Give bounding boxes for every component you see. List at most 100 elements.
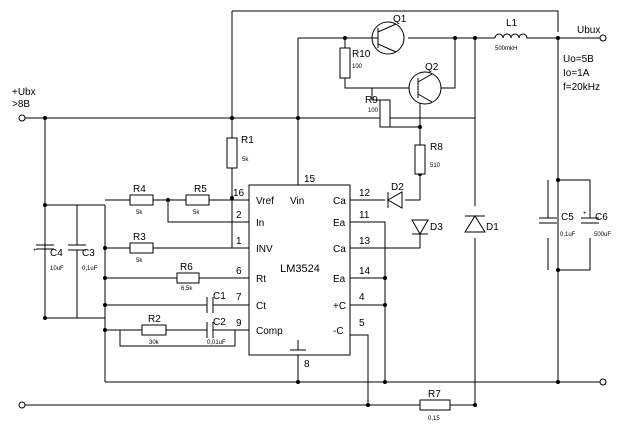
- r7-name: R7: [428, 389, 441, 400]
- r9-value: 100: [368, 108, 379, 114]
- ic-pin-num-1: 1: [236, 236, 242, 247]
- resistor-r6: R6 6,5k: [176, 262, 200, 292]
- ic-pin-num-13: 13: [359, 236, 371, 247]
- r1-value: 5k: [242, 157, 249, 163]
- c3-name: C3: [82, 248, 95, 259]
- resistor-r10: R10 100: [339, 47, 371, 79]
- r5-value: 5k: [193, 210, 200, 216]
- transistor-q1: Q1: [371, 14, 407, 55]
- resistor-r3: R3 5k: [129, 232, 154, 264]
- r5-name: R5: [194, 184, 207, 195]
- ic-pin-label-comp: Comp: [256, 326, 283, 337]
- ground-terminal-left: [18, 401, 26, 409]
- ic-pin-label-ct: Ct: [256, 301, 266, 312]
- ic-pin-num-6: 6: [236, 266, 242, 277]
- ic-pin-num-9: 9: [236, 318, 242, 329]
- c6-polarity: +: [583, 211, 587, 217]
- transistor-q2: Q2: [408, 62, 442, 105]
- capacitor-c2: C2 0,01uF: [206, 317, 226, 346]
- diode-d2: D2: [386, 182, 404, 209]
- ic-pin-label-in: In: [256, 218, 264, 229]
- c3-value: 0,1uF: [82, 266, 98, 272]
- c6-name: C6: [595, 212, 608, 223]
- r6-name: R6: [180, 262, 193, 273]
- output-terminal: [599, 34, 607, 42]
- input-terminal: [18, 114, 26, 122]
- q1-name: Q1: [393, 14, 407, 25]
- resistor-r2: R2 30k: [141, 314, 167, 346]
- ic-pin-label-inv: INV: [256, 244, 273, 255]
- r6-value: 6,5k: [181, 286, 193, 292]
- input-name: +Ubx: [12, 87, 36, 98]
- resistor-r4: R4 5k: [129, 184, 154, 216]
- ic-pin-num-2: 2: [236, 210, 242, 221]
- r8-value: 510: [430, 163, 441, 169]
- c2-value: 0,01uF: [207, 340, 226, 346]
- c4-polarity: +: [33, 248, 37, 254]
- diode-d1: D1: [464, 215, 499, 233]
- r7-value: 0,15: [428, 416, 440, 422]
- ic-pin-num-11: 11: [359, 210, 370, 221]
- ic-pin-label-ca-13: Ca: [333, 244, 346, 255]
- c4-value: 10uF: [50, 266, 64, 272]
- r4-name: R4: [133, 184, 146, 195]
- l1-name: L1: [506, 18, 518, 29]
- ic-pin-label-minus-c: -C: [333, 326, 344, 337]
- ic-pin-label-vref: Vref: [256, 196, 274, 207]
- r9-name: R9: [365, 95, 378, 106]
- r2-value: 30k: [149, 340, 160, 346]
- ic-lm3524: LM3524 Vref In INV Rt Ct Comp 16 2 1 6 7…: [233, 174, 371, 370]
- ic-pin-label-ca-12: Ca: [333, 196, 346, 207]
- output-spec-current: Io=1A: [563, 68, 590, 79]
- c5-value: 0,1uF: [560, 232, 576, 238]
- r10-name: R10: [352, 49, 371, 60]
- ic-pin-num-12: 12: [359, 188, 371, 199]
- ic-pin-label-ea-14: Ea: [333, 274, 346, 285]
- ic-pin-label-rt: Rt: [256, 274, 266, 285]
- resistor-r5: R5 5k: [185, 184, 210, 216]
- input-voltage: >8B: [12, 99, 30, 110]
- ic-pin-num-4: 4: [359, 292, 365, 303]
- ic-pin-num-7: 7: [236, 292, 242, 303]
- r3-value: 5k: [136, 258, 143, 264]
- d3-name: D3: [430, 222, 443, 233]
- d2-name: D2: [391, 182, 404, 193]
- capacitor-c3: C3 0,1uF: [68, 244, 98, 272]
- d1-name: D1: [486, 222, 499, 233]
- inductor-l1: L1 500mkH: [494, 18, 530, 52]
- c1-name: C1: [213, 291, 226, 302]
- ic-pin-label-plus-c: +C: [333, 301, 346, 312]
- ic-name: LM3524: [280, 263, 320, 275]
- junction-dots: [43, 36, 560, 407]
- ic-pin-num-16: 16: [233, 188, 245, 199]
- r4-value: 5k: [136, 210, 143, 216]
- r10-value: 100: [352, 64, 363, 70]
- ic-pin-num-15: 15: [304, 174, 316, 185]
- ic-pin-label-ea-11: Ea: [333, 218, 346, 229]
- ic-ground-symbol: [290, 340, 306, 351]
- resistor-r1: R1 5k: [226, 135, 254, 169]
- c4-name: C4: [50, 248, 63, 259]
- r3-name: R3: [133, 232, 146, 243]
- capacitor-c1: C1: [206, 291, 226, 313]
- resistor-r8: R8 510: [414, 142, 443, 175]
- c5-name: C5: [561, 212, 574, 223]
- c2-name: C2: [213, 317, 226, 328]
- output-spec-frequency: f=20kHz: [563, 82, 600, 93]
- resistor-r9: R9 100: [365, 95, 391, 128]
- ic-pin-num-14: 14: [359, 266, 371, 277]
- r1-name: R1: [241, 135, 254, 146]
- output-spec-voltage: Uo=5B: [563, 54, 594, 65]
- l1-value: 500mkH: [495, 46, 517, 52]
- capacitor-c4: + C4 10uF: [33, 244, 64, 272]
- q2-name: Q2: [425, 62, 439, 73]
- resistor-r7: R7 0,15: [419, 389, 451, 422]
- ic-pin-num-8: 8: [304, 359, 310, 370]
- ground-terminal-right: [599, 378, 607, 386]
- diode-d3: D3: [411, 219, 443, 236]
- r8-name: R8: [430, 142, 443, 153]
- ic-pin-num-5: 5: [359, 318, 365, 329]
- ic-pin-label-vin: Vin: [290, 196, 304, 207]
- c6-value: 500uF: [594, 232, 611, 238]
